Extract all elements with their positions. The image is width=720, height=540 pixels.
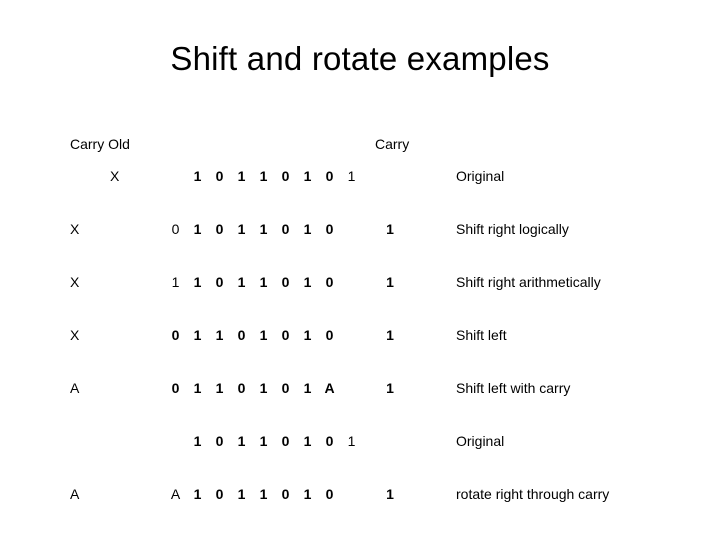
table-header-row: Carry Old Carry: [70, 136, 670, 168]
bit-cell: 1: [303, 168, 312, 184]
carry-old-value: A: [70, 380, 80, 396]
carry-old-value: X: [70, 221, 80, 237]
bit-cell: 0: [215, 168, 224, 184]
operation-description: Original: [456, 168, 505, 184]
bit-cell: 0: [281, 380, 290, 396]
bit-cell: 0: [215, 486, 224, 502]
bit-cell: 1: [259, 274, 268, 290]
bit-cell: 1: [215, 380, 224, 396]
bit-cell: 1: [347, 433, 356, 449]
bit-cell: 1: [303, 274, 312, 290]
bit-cell: 1: [193, 221, 202, 237]
carry-old-value: A: [70, 486, 80, 502]
bit-cell: 0: [325, 486, 334, 502]
bit-cell: 0: [171, 327, 180, 343]
bit-cell: 1: [303, 380, 312, 396]
bit-cell: 1: [215, 327, 224, 343]
bit-cell: 1: [259, 221, 268, 237]
bit-cell: 1: [237, 274, 246, 290]
bit-cell: 0: [281, 327, 290, 343]
bit-cell: 0: [237, 327, 246, 343]
bit-cell: 1: [259, 168, 268, 184]
operation-description: Shift right logically: [456, 221, 569, 237]
header-carry: Carry: [375, 136, 410, 152]
bit-cell: 1: [193, 380, 202, 396]
bit-cell: 1: [303, 221, 312, 237]
carry-value: 1: [386, 221, 394, 237]
bit-cell: 0: [325, 327, 334, 343]
carry-value: 1: [386, 380, 394, 396]
header-carry-old: Carry Old: [70, 136, 130, 152]
bit-cell: 0: [325, 221, 334, 237]
bit-cell: 1: [193, 168, 202, 184]
carry-old-value: X: [70, 327, 80, 343]
operation-description: Original: [456, 433, 505, 449]
bit-cell: 0: [215, 274, 224, 290]
bit-cell: 1: [259, 433, 268, 449]
bit-cell: 1: [347, 168, 356, 184]
operation-description: Shift right arithmetically: [456, 274, 601, 290]
bit-cell: 1: [237, 433, 246, 449]
page-title: Shift and rotate examples: [170, 40, 550, 77]
bit-cell: 0: [237, 380, 246, 396]
bit-cell: 0: [281, 486, 290, 502]
bit-cell: A: [324, 380, 335, 396]
bit-cell: 1: [193, 433, 202, 449]
bit-cell: A: [170, 486, 181, 502]
carry-value: 1: [386, 274, 394, 290]
bit-cell: 0: [281, 433, 290, 449]
bit-cell: 1: [259, 380, 268, 396]
bit-cell: 1: [303, 433, 312, 449]
bit-cell: 0: [281, 168, 290, 184]
bit-cell: 0: [171, 380, 180, 396]
bit-cell: 0: [281, 221, 290, 237]
bit-cell: 0: [325, 274, 334, 290]
carry-old-value: X: [70, 274, 80, 290]
operation-description: Shift left: [456, 327, 507, 343]
bit-cell: 0: [325, 433, 334, 449]
carry-value: 1: [386, 486, 394, 502]
bit-cell: 1: [237, 168, 246, 184]
bit-cell: 0: [215, 433, 224, 449]
operation-description: Shift left with carry: [456, 380, 571, 396]
bit-cell: 1: [259, 327, 268, 343]
bit-cell: 1: [259, 486, 268, 502]
bit-cell: 1: [303, 486, 312, 502]
bit-cell: 0: [171, 221, 180, 237]
bit-cell: 1: [303, 327, 312, 343]
carry-value: 1: [386, 327, 394, 343]
bit-cell: 0: [325, 168, 334, 184]
bit-cell: 1: [237, 486, 246, 502]
bit-cell: 1: [193, 274, 202, 290]
operation-description: rotate right through carry: [456, 486, 610, 502]
bit-cell: 1: [193, 327, 202, 343]
bit-cell: 0: [215, 221, 224, 237]
bit-cell: 1: [171, 274, 180, 290]
bit-cell: 0: [281, 274, 290, 290]
bit-cell: 1: [237, 221, 246, 237]
bit-cell: 1: [193, 486, 202, 502]
carry-old-value: X: [110, 168, 120, 184]
